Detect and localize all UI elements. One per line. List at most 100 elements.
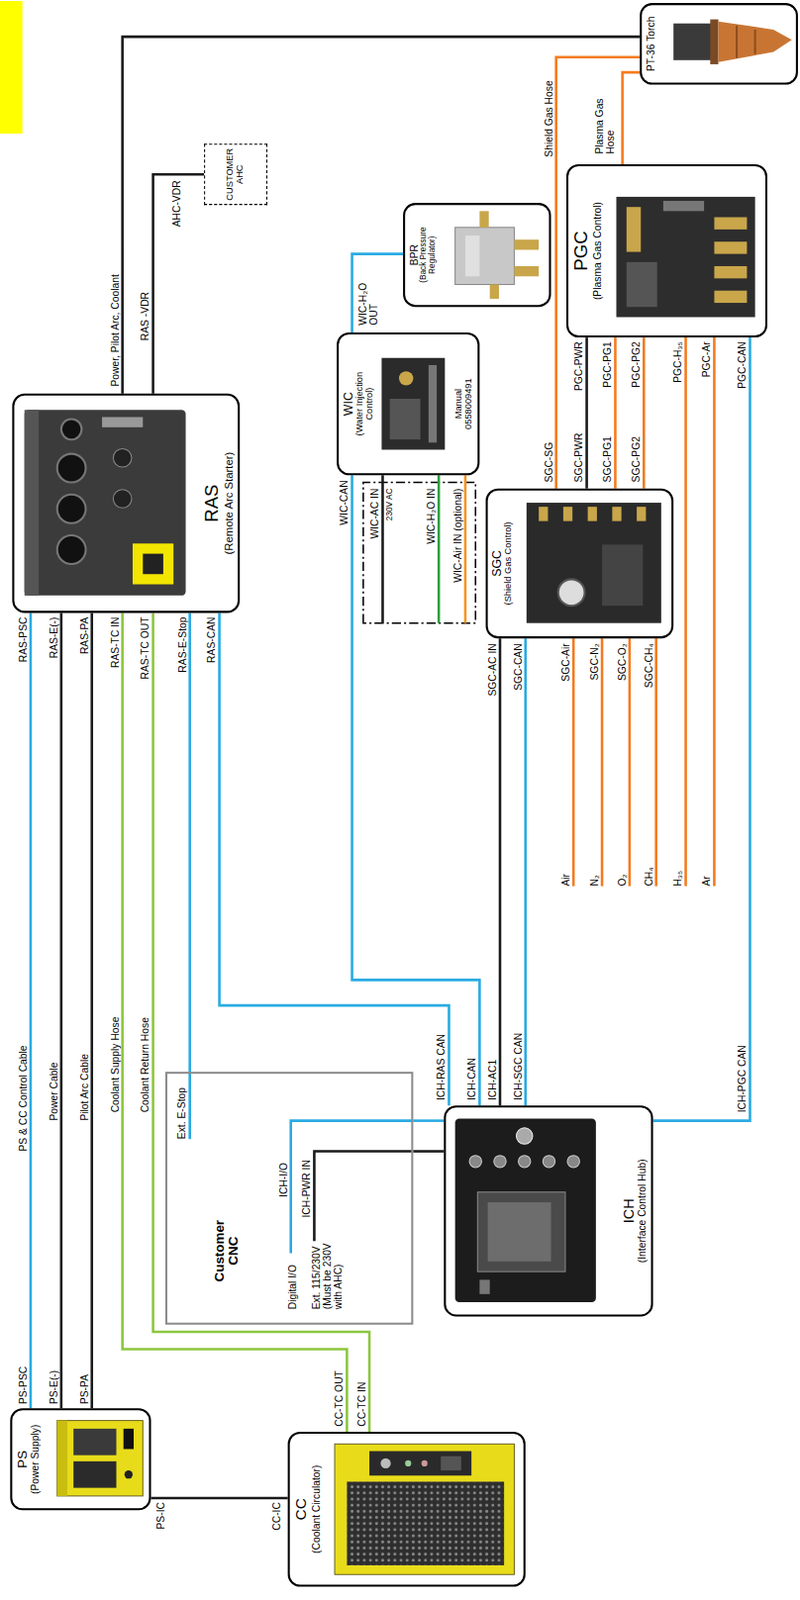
illustration-part: [291, 1121, 414, 1255]
signal-name: SGC-O₂: [615, 643, 627, 682]
signal-name: AHC-VDR: [171, 180, 183, 227]
illustration-part: [628, 638, 632, 887]
cable-line: [122, 612, 348, 1433]
component-name: PGC: [571, 230, 592, 271]
signal-name: Ar: [700, 876, 712, 887]
signal-name: RAS-PA: [78, 617, 90, 656]
back-pressure-photo: [455, 210, 540, 300]
signal-name: O₂: [615, 875, 627, 888]
component-note: (Plasma Gas Control): [592, 201, 603, 300]
illustration-part: [57, 535, 87, 565]
illustration-part: [712, 337, 716, 887]
signal-name: SGC-Air: [560, 643, 572, 682]
component-name: Ext. E-Stop: [175, 1088, 187, 1140]
cable-name: Coolant Return Hose: [139, 1017, 151, 1113]
illustration-part: [73, 1462, 116, 1490]
illustration-part: [654, 638, 658, 887]
illustration-part: [73, 1429, 116, 1457]
signal-name: ICH-PGC CAN: [736, 1045, 748, 1113]
illustration-part: [477, 1193, 566, 1273]
illustration-part: [369, 1452, 472, 1478]
illustration-part: [455, 227, 515, 286]
illustration-part: [380, 1459, 391, 1470]
cable-line: [412, 1150, 444, 1154]
signal-name: RAS -VDR: [139, 292, 151, 341]
cable-line: [352, 475, 481, 1106]
signal-name: WIC-CAN: [338, 480, 350, 525]
component-note: (Shield Gas Control): [503, 521, 514, 605]
component-note: (Coolant Circulator): [309, 1466, 321, 1555]
signal-name: ICH-AC1: [487, 1060, 499, 1101]
illustration-part: [61, 419, 83, 441]
signal-name: WIC-H₂O IN: [425, 489, 437, 545]
signal-name: SGC-PWR: [573, 433, 585, 484]
illustration-part: [494, 1156, 506, 1169]
arc-starter-photo: [24, 409, 187, 597]
illustration-part: [601, 544, 643, 606]
illustration-part: [455, 1119, 597, 1304]
illustration-part: [600, 638, 604, 887]
illustration-part: [563, 506, 573, 521]
signal-name: PS-PSC: [17, 1367, 29, 1405]
signal-name: CC-TC IN: [356, 1383, 368, 1428]
illustration-part: [488, 1202, 552, 1263]
illustration-part: [123, 1429, 134, 1451]
illustration-part: [188, 1072, 192, 1140]
component-box: RAS(Remote Arc Starter): [11, 394, 240, 614]
illustration-part: [334, 1444, 514, 1576]
cable-line: [412, 1119, 444, 1123]
signal-name: SGC-SG: [542, 442, 554, 484]
illustration-part: [24, 409, 39, 597]
component-note: (Power Supply): [29, 1425, 41, 1496]
power-supply-photo: [57, 1421, 144, 1498]
illustration-part: [390, 399, 421, 440]
signal-name: PGC-Ar: [700, 341, 712, 378]
illustration-part: [437, 475, 441, 623]
signal-name: PGC-H₃₅: [672, 341, 684, 384]
illustration-part: [112, 490, 132, 509]
illustration-part: [479, 210, 489, 227]
cable-name: Plasma Gas Hose: [594, 82, 617, 154]
cable-line: [642, 337, 646, 490]
cable-line: [29, 612, 33, 1409]
signal-name: SGC-PG2: [630, 436, 642, 483]
signal-name: PS-E(-): [47, 1371, 59, 1405]
illustration-part: [490, 285, 500, 300]
illustration-part: [112, 448, 132, 468]
component-box: SGC(Shield Gas Control): [486, 489, 675, 639]
component-name: SGC: [491, 550, 505, 578]
signal-name: CC-TC OUT: [333, 1371, 345, 1428]
signal-name: ICH-CAN: [466, 1058, 478, 1101]
illustration-part: [399, 371, 413, 386]
component-name: PT-36 Torch: [644, 16, 656, 72]
signal-name: SGC-CAN: [511, 643, 523, 692]
plasma-gas-photo: [615, 197, 755, 318]
illustration-part: [538, 506, 548, 521]
component-name: PS: [14, 1451, 30, 1470]
signal-name: 230V AC: [386, 489, 396, 522]
component-box: PT-36 Torch: [639, 2, 799, 85]
illustration-part: [381, 475, 385, 623]
water-injection-photo: [381, 358, 445, 451]
illustration-part: [57, 495, 87, 524]
cable-line: [585, 337, 589, 490]
signal-name: RAS-E-Stop: [176, 617, 188, 674]
component-note: Customer CNC: [211, 1220, 241, 1284]
component-box: PGC(Plasma Gas Control): [566, 164, 768, 338]
illustration-part: [713, 241, 747, 254]
signal-name: N₂: [589, 875, 600, 887]
component-note: (Remote Arc Starter): [222, 452, 235, 556]
illustration-part: [313, 1152, 413, 1243]
cable-line: [60, 612, 64, 1409]
illustration-part: [713, 217, 747, 230]
illustration-part: [57, 1421, 144, 1498]
illustration-part: [421, 1461, 428, 1468]
illustration-part: [588, 506, 598, 521]
illustration-part: [346, 1482, 504, 1567]
illustration-part: [57, 454, 87, 484]
cable-line: [556, 57, 641, 490]
illustration-part: [626, 262, 658, 307]
